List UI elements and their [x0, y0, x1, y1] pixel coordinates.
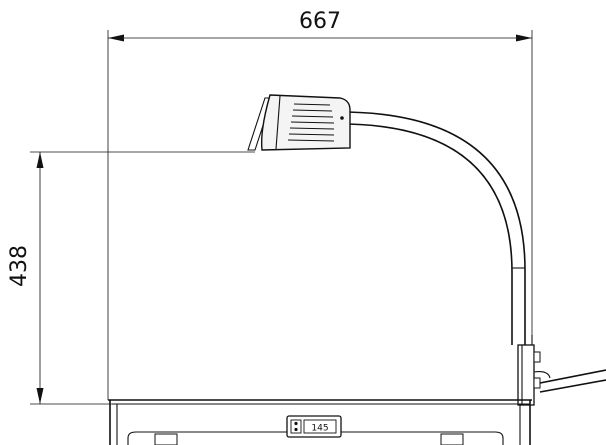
lamp-mount	[517, 335, 606, 406]
power-cable	[539, 369, 606, 384]
width-dimension-label: 667	[299, 9, 341, 34]
power-cable	[539, 379, 606, 393]
control-readout-box	[303, 419, 337, 434]
control-readout-value: 145	[311, 424, 328, 434]
lamp-vent-slot	[287, 139, 335, 142]
power-cable	[533, 371, 551, 379]
height-arrow-bottom	[36, 388, 44, 404]
lamp-vent-slot	[290, 121, 335, 124]
lamp-vent-slot	[291, 115, 334, 118]
control-button	[294, 427, 298, 432]
width-arrow-left	[108, 34, 124, 42]
height-dimension-label: 438	[7, 245, 32, 287]
lamp-vent-slot	[292, 109, 333, 112]
lamp-arm-inner	[339, 123, 513, 345]
lamp-vent-slot	[288, 133, 335, 136]
lamp-pivot-screw	[340, 116, 344, 120]
height-arrow-top	[36, 152, 44, 168]
lamp-head	[247, 94, 351, 151]
width-arrow-right	[516, 34, 532, 42]
lamp-housing-rim	[275, 95, 281, 150]
control-display: 145	[286, 415, 342, 438]
lamp-arm-outer	[339, 111, 526, 345]
width-dimension: 667	[107, 9, 533, 400]
base-foot-right	[440, 433, 464, 445]
mount-clamp	[533, 377, 541, 389]
lamp-vent-slot	[293, 103, 331, 106]
lamp-arm	[339, 111, 526, 345]
control-button-box	[290, 419, 302, 434]
mount-clamp	[533, 351, 541, 363]
height-dimension: 438	[7, 151, 255, 405]
control-button	[294, 421, 298, 426]
lamp-vent-slot	[289, 127, 335, 130]
base-foot-left	[154, 433, 178, 445]
mount-plate	[517, 344, 535, 406]
